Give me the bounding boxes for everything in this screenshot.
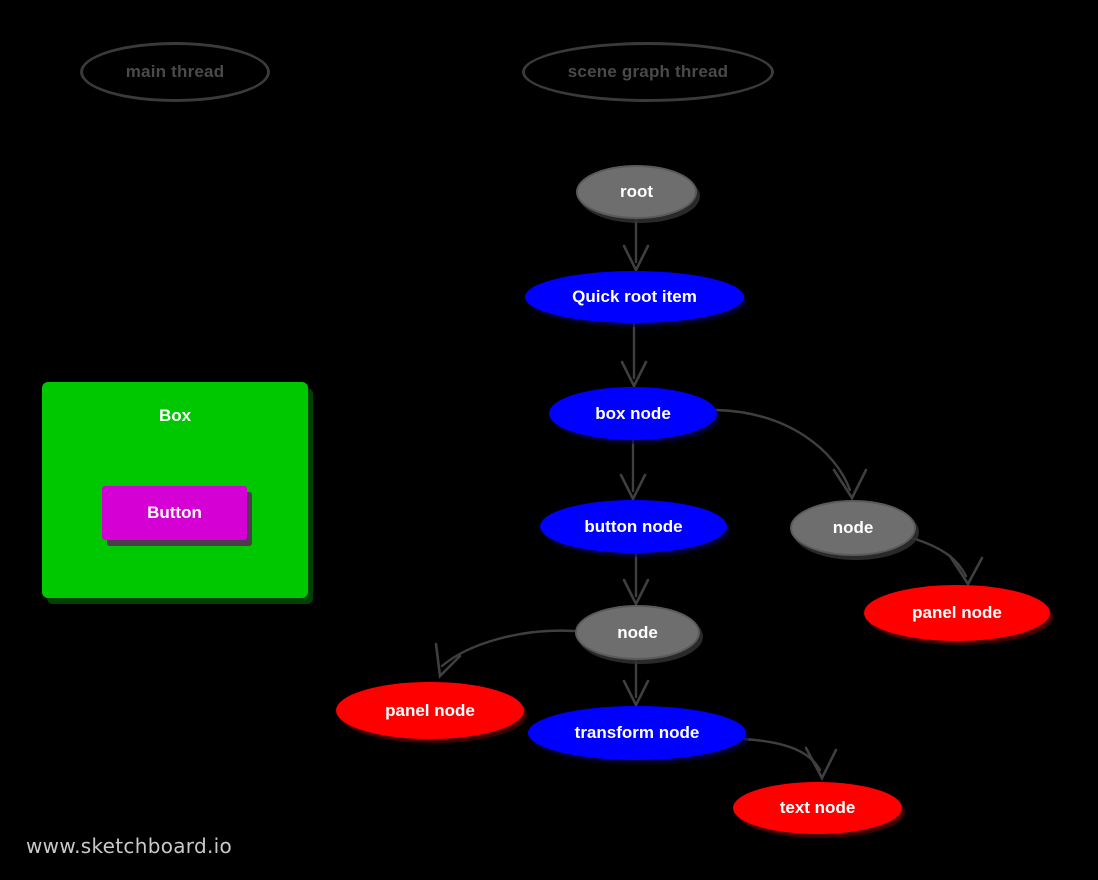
lane-scene-graph-thread[interactable]: scene graph thread <box>522 42 774 102</box>
button-widget-label: Button <box>147 503 202 523</box>
node-text-node[interactable]: text node <box>733 782 902 834</box>
edge-node-middle-to-transform-node <box>622 659 650 708</box>
node-node-right[interactable]: node <box>790 500 916 556</box>
lane-scene-graph-thread-label: scene graph thread <box>567 62 729 82</box>
node-box-node-label: box node <box>595 403 671 423</box>
node-panel-node-left[interactable]: panel node <box>336 682 524 739</box>
node-root-label: root <box>619 182 654 202</box>
lane-main-thread-label: main thread <box>125 62 225 82</box>
node-button-node[interactable]: button node <box>540 500 727 553</box>
node-quick-root-item[interactable]: Quick root item <box>525 271 744 323</box>
node-button-node-label: button node <box>584 516 683 536</box>
node-panel-node-left-label: panel node <box>385 700 475 720</box>
edge-root-to-quick-root-item <box>622 218 650 273</box>
edge-button-node-to-node-middle <box>622 552 650 607</box>
edge-quick-root-item-to-box-node <box>620 322 648 389</box>
edge-node-right-to-panel-node-right <box>910 536 984 587</box>
watermark: www.sketchboard.io <box>26 834 233 858</box>
edge-box-node-to-node-right <box>714 408 868 501</box>
node-quick-root-item-label: Quick root item <box>572 287 697 307</box>
box-widget-label: Box <box>158 406 192 425</box>
node-root[interactable]: root <box>576 165 697 219</box>
node-transform-node[interactable]: transform node <box>528 706 746 760</box>
edge-transform-node-to-text-node <box>742 737 838 781</box>
edge-box-node-to-button-node <box>619 439 647 502</box>
node-panel-node-right-label: panel node <box>912 603 1002 623</box>
node-node-middle-label: node <box>617 622 658 642</box>
node-node-middle[interactable]: node <box>575 605 700 660</box>
lane-main-thread[interactable]: main thread <box>80 42 270 102</box>
edge-node-middle-to-panel-node-left <box>434 629 576 679</box>
node-transform-node-label: transform node <box>574 723 700 743</box>
node-text-node-label: text node <box>779 798 856 818</box>
node-node-right-label: node <box>832 518 874 538</box>
node-box-node[interactable]: box node <box>549 387 717 440</box>
button-widget[interactable]: Button <box>102 486 247 540</box>
node-panel-node-right[interactable]: panel node <box>864 585 1050 641</box>
